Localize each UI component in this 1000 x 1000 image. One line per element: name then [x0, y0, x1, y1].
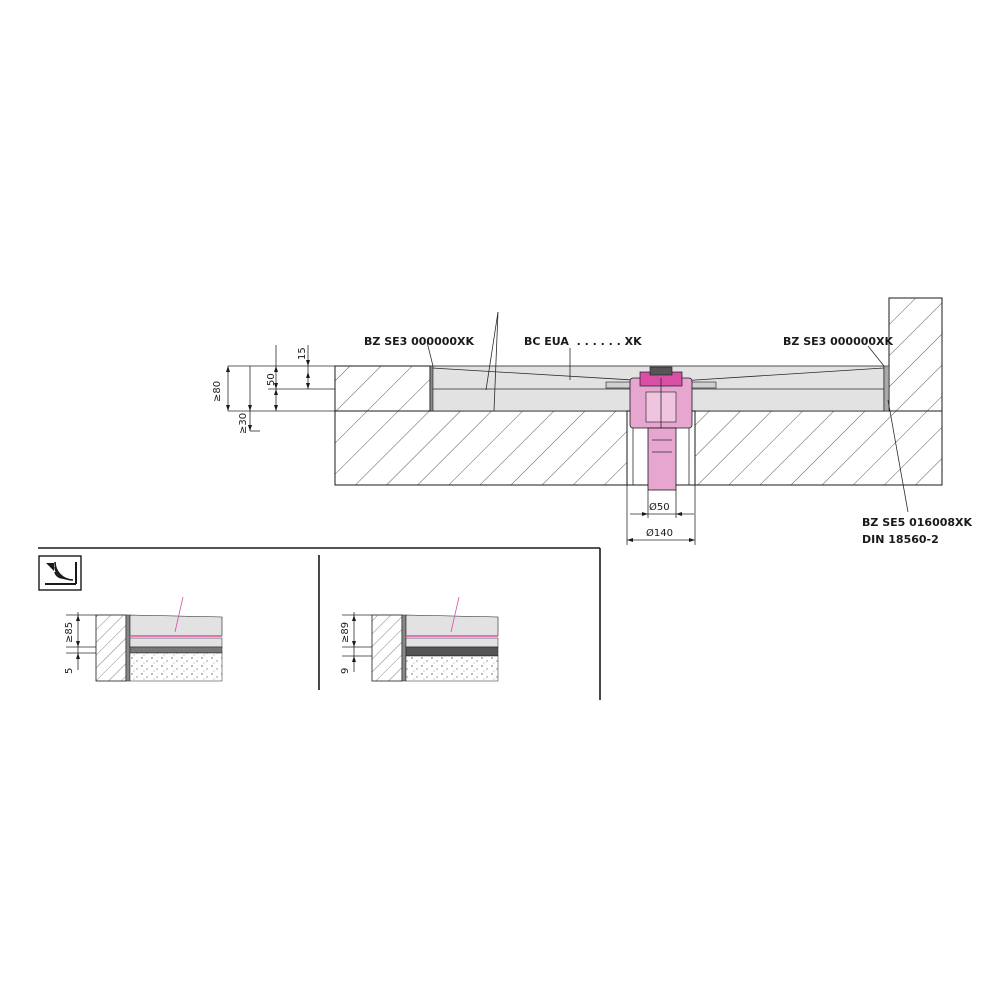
detail-frame: [38, 547, 601, 700]
dim-sleeve-diameter: Ø140: [646, 527, 673, 539]
label-left-profile: BZ SE3 000000XK: [364, 335, 475, 348]
label-right-profile: BZ SE3 000000XK: [783, 335, 894, 348]
profile-left: [429, 365, 434, 412]
label-edge-strip-code: BZ SE5 016008XK: [862, 516, 973, 529]
wall-right: [888, 297, 943, 412]
dimension-lines-left: [226, 345, 335, 432]
sound-insulation-icon: [38, 555, 82, 591]
step-block-left: [334, 365, 431, 412]
dim-detail-b-height: ≥89: [340, 622, 351, 643]
detail-a: [66, 596, 223, 682]
dim-pipe-diameter: Ø50: [649, 501, 670, 513]
drain-body: [605, 366, 717, 491]
detail-b: [342, 596, 499, 682]
dim-detail-a-height: ≥85: [64, 622, 75, 643]
dimension-lines-bottom: [626, 485, 696, 545]
concrete-slab-left: [334, 410, 628, 486]
label-center-drain: BC EUA . . . . . . XK: [524, 335, 642, 348]
dim-middle-layer: 50: [266, 373, 277, 386]
dim-detail-b-small: 9: [340, 668, 351, 674]
dim-bottom-layer: ≥30: [238, 413, 249, 434]
edge-strip-right: [883, 365, 890, 412]
dim-top-layer: 15: [297, 347, 308, 360]
main-section: BZ SE3 000000XK BC EUA . . . . . . XK BZ…: [212, 297, 973, 546]
dim-detail-a-small: 5: [64, 668, 75, 674]
concrete-slab-right: [694, 410, 943, 486]
dim-total-height: ≥80: [212, 381, 223, 402]
label-edge-strip-norm: DIN 18560-2: [862, 533, 939, 546]
